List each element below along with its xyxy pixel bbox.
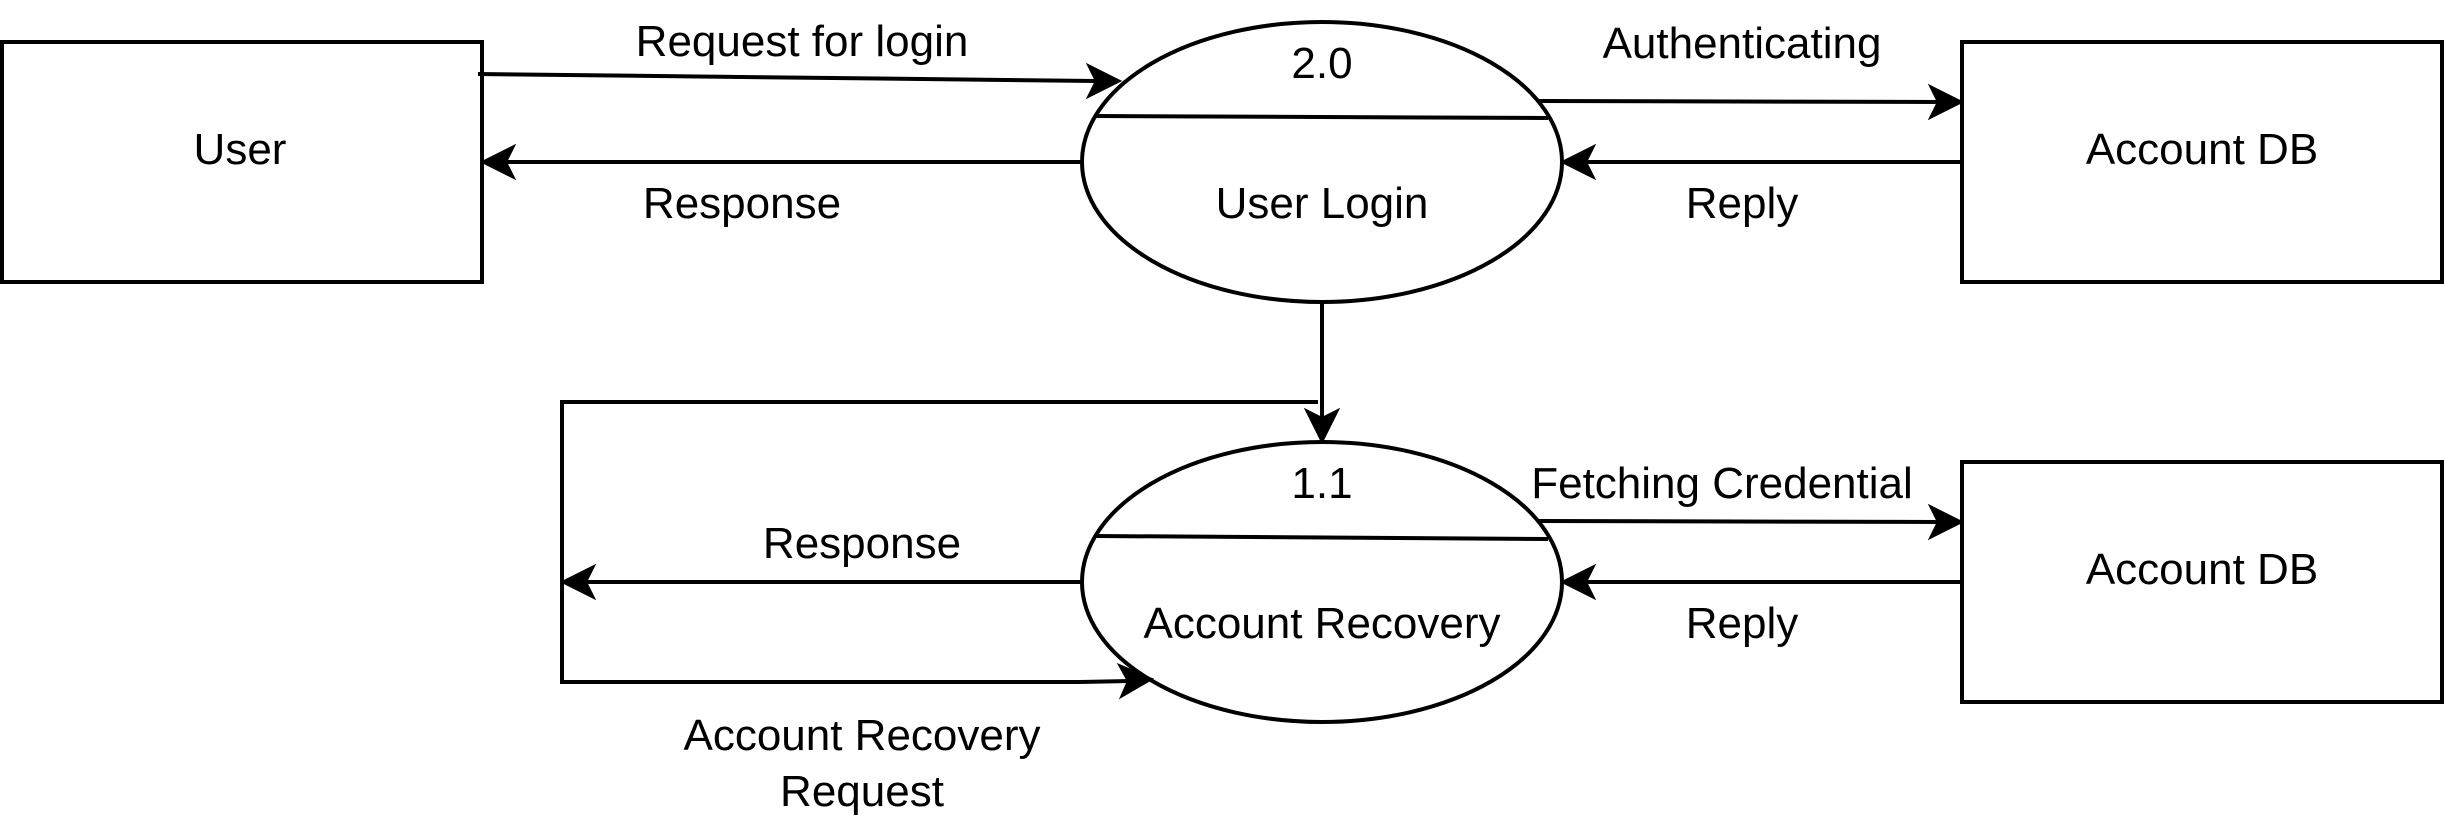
arrowhead — [1116, 662, 1155, 700]
flow-account-recovery-request-line1: Account Recovery — [683, 711, 1040, 760]
flow-response-recovery-label: Response — [763, 519, 961, 568]
flow-authenticating-label: Authenticating — [1603, 19, 1882, 68]
process-user-login-number: 2.0 — [1291, 39, 1352, 88]
entity-account-db-top-label: Account DB — [2086, 125, 2318, 174]
arrowhead — [479, 143, 517, 181]
flow-reply-top[interactable]: Reply — [1559, 143, 1962, 228]
flow-account-recovery-request-label: Account Recovery Request — [683, 711, 1040, 816]
process-user-login-divider — [1095, 114, 1549, 120]
arrowhead — [1927, 83, 1965, 121]
process-account-recovery-name: Account Recovery — [1143, 599, 1500, 648]
process-account-recovery[interactable]: 1.1 Account Recovery — [1080, 440, 1564, 724]
entity-user[interactable]: User — [0, 40, 484, 284]
arrowhead — [1559, 563, 1597, 601]
flow-reply-bottom-label: Reply — [1686, 599, 1799, 648]
arrowhead — [1927, 503, 1965, 541]
process-account-recovery-number: 1.1 — [1291, 459, 1352, 508]
process-account-recovery-divider — [1095, 534, 1549, 541]
flow-request-for-login-label: Request for login — [636, 17, 969, 66]
flow-authenticating[interactable]: Authenticating — [1537, 19, 1965, 121]
entity-account-db-bottom[interactable]: Account DB — [1960, 460, 2444, 704]
entity-account-db-top[interactable]: Account DB — [1960, 40, 2444, 284]
entity-user-label: User — [194, 125, 287, 174]
flow-response-login-label: Response — [643, 179, 841, 228]
flow-request-for-login[interactable]: Request for login — [477, 17, 1123, 100]
process-user-login[interactable]: 2.0 User Login — [1080, 20, 1564, 304]
flow-loop-frame[interactable] — [560, 400, 1318, 700]
flow-response-recovery[interactable]: Response — [559, 519, 1082, 601]
flow-reply-top-label: Reply — [1686, 179, 1799, 228]
arrowhead — [1085, 62, 1123, 100]
arrowhead — [1303, 407, 1341, 445]
flow-account-recovery-request-line2: Request — [780, 767, 944, 816]
flow-login-to-recovery[interactable] — [1303, 302, 1341, 445]
entity-account-db-bottom-label: Account DB — [2086, 545, 2318, 594]
arrowhead — [1559, 143, 1597, 181]
flow-response-login[interactable]: Response — [479, 143, 1082, 228]
flow-reply-bottom[interactable]: Reply — [1559, 563, 1962, 648]
arrowhead — [559, 563, 597, 601]
process-user-login-name: User Login — [1216, 179, 1429, 228]
flow-fetching-credential[interactable]: Fetching Credential — [1531, 459, 1965, 541]
flow-fetching-credential-label: Fetching Credential — [1531, 459, 1913, 508]
